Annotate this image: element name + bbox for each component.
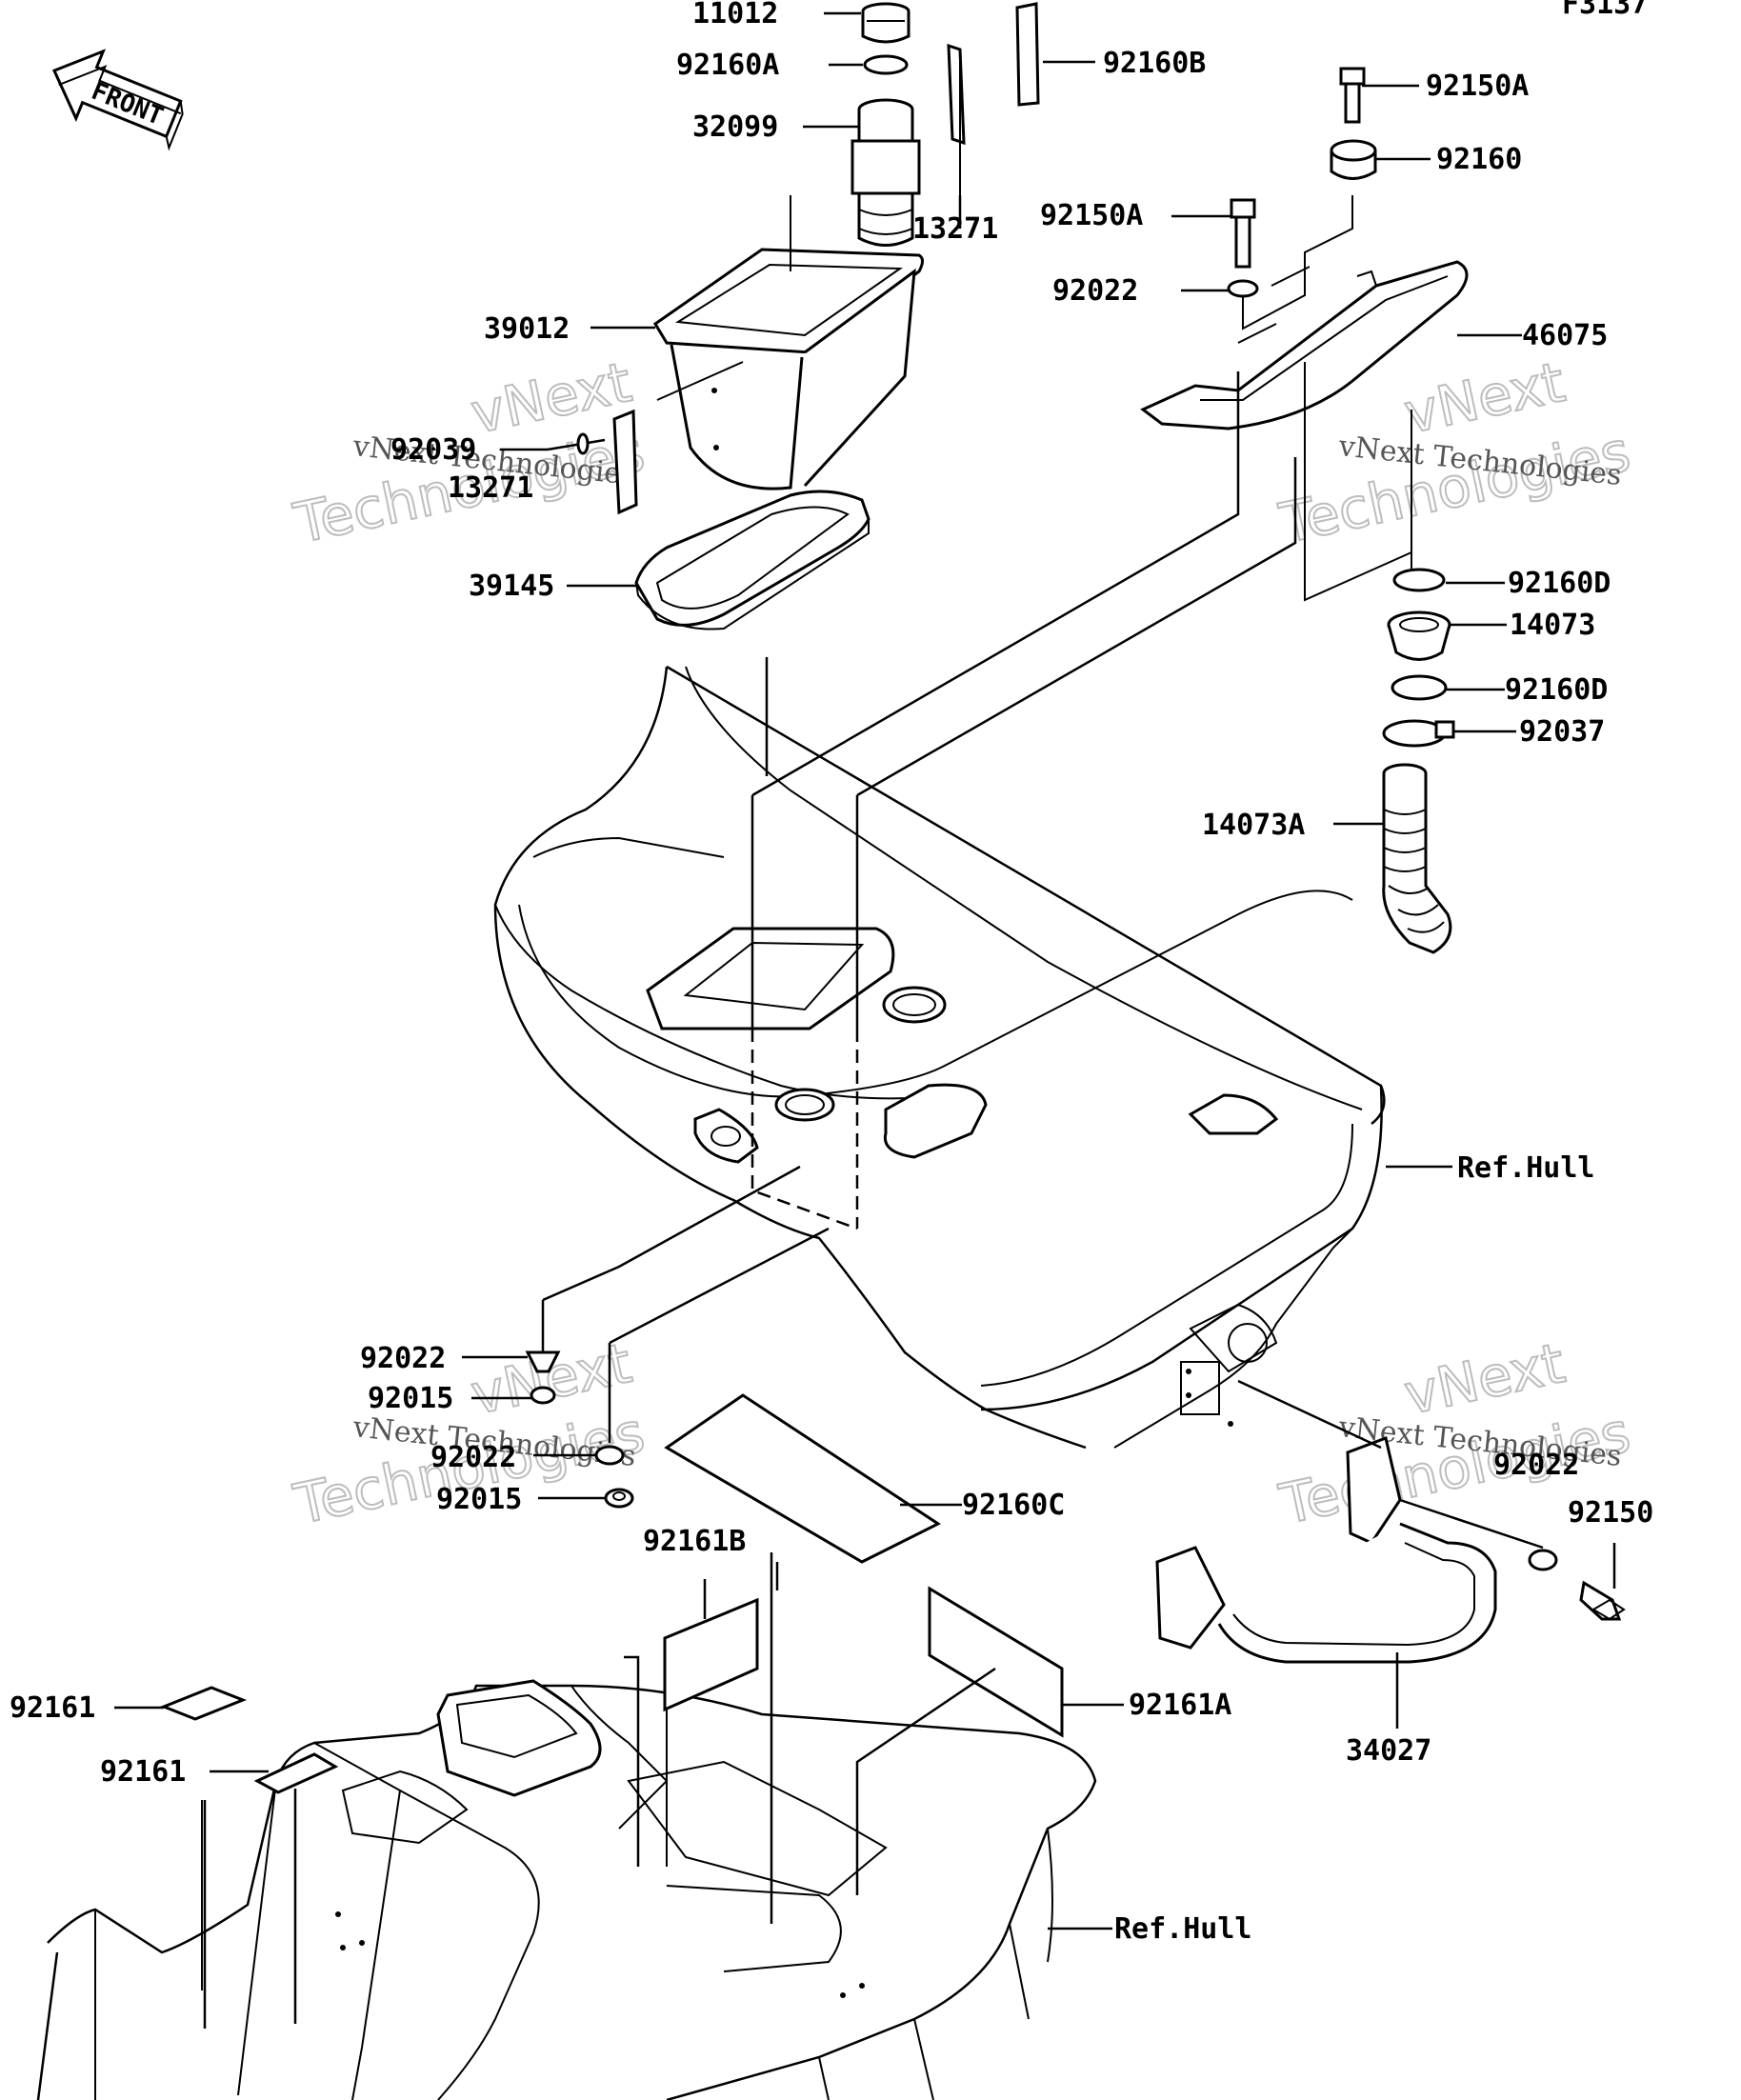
label-92161-b: 92161 xyxy=(100,1755,186,1789)
label-14073: 14073 xyxy=(1510,609,1595,642)
part-92160-cushion[interactable] xyxy=(1330,139,1377,180)
label-32099: 32099 xyxy=(692,110,778,144)
label-34027: 34027 xyxy=(1346,1734,1431,1768)
label-92150: 92150 xyxy=(1568,1496,1653,1530)
label-ref-hull-top: Ref.Hull xyxy=(1457,1151,1595,1185)
label-46075: 46075 xyxy=(1522,319,1608,352)
label-92161-a: 92161 xyxy=(10,1691,95,1725)
part-13271-strip[interactable] xyxy=(947,43,966,146)
label-92037: 92037 xyxy=(1519,715,1605,749)
part-92161B-label[interactable] xyxy=(663,1597,759,1712)
part-92161A-label[interactable] xyxy=(928,1586,1064,1738)
part-46075-handle[interactable] xyxy=(1140,260,1469,430)
label-39012: 39012 xyxy=(484,312,570,346)
leader-lines xyxy=(114,11,1616,2029)
part-92150-bolt[interactable] xyxy=(1579,1580,1626,1621)
hull-upper xyxy=(493,665,1386,1450)
part-13271-bracket[interactable] xyxy=(612,409,638,515)
part-92161-label-a[interactable] xyxy=(159,1686,248,1721)
label-39145: 39145 xyxy=(469,570,554,603)
label-92160: 92160 xyxy=(1436,143,1522,176)
part-92160B-strip[interactable] xyxy=(1015,2,1040,107)
part-34027-grab-bar[interactable] xyxy=(1155,1435,1497,1664)
part-11012-cap[interactable] xyxy=(861,2,911,44)
part-92161-label-b[interactable] xyxy=(253,1752,339,1794)
label-92160B: 92160B xyxy=(1103,47,1206,80)
front-arrow-icon: FRONT xyxy=(51,49,184,151)
part-92022-washer-b[interactable] xyxy=(594,1445,625,1466)
label-92150A-top: 92150A xyxy=(1426,70,1529,103)
label-92022-top: 92022 xyxy=(1052,274,1138,308)
label-92161A: 92161A xyxy=(1129,1689,1231,1722)
watermark-text: vNext xyxy=(1399,1330,1571,1428)
part-92015-nut-b[interactable] xyxy=(604,1488,634,1509)
part-92022-washer-c[interactable] xyxy=(1528,1549,1558,1571)
label-92015-b: 92015 xyxy=(436,1483,522,1516)
part-92039-rivet[interactable] xyxy=(547,432,606,455)
label-92161B: 92161B xyxy=(643,1525,746,1558)
label-92160C: 92160C xyxy=(962,1489,1065,1522)
label-92160D-b: 92160D xyxy=(1505,673,1608,707)
label-ref-hull-bottom: Ref.Hull xyxy=(1114,1912,1252,1946)
part-92160C-sheet[interactable] xyxy=(664,1393,941,1564)
part-92160A-ring[interactable] xyxy=(863,54,909,75)
label-92160D-a: 92160D xyxy=(1508,567,1611,600)
part-92150A-bolt-mid[interactable] xyxy=(1230,198,1256,269)
label-11012: 11012 xyxy=(692,0,778,30)
part-14073-cap[interactable] xyxy=(1387,610,1451,661)
part-32099-tube[interactable] xyxy=(850,98,921,247)
part-92022-washer-a[interactable] xyxy=(525,1350,561,1373)
watermark-text: vNext xyxy=(1399,350,1571,447)
label-92039: 92039 xyxy=(390,433,476,467)
part-39145-gasket[interactable] xyxy=(634,490,870,630)
part-92160D-ring-b[interactable] xyxy=(1391,674,1448,701)
part-92037-clamp[interactable] xyxy=(1382,719,1455,748)
label-92160A: 92160A xyxy=(676,49,779,82)
label-13271-top: 13271 xyxy=(912,212,998,246)
part-14073A-hose[interactable] xyxy=(1382,763,1452,954)
label-92022-b: 92022 xyxy=(430,1441,516,1474)
part-92150A-bolt-top[interactable] xyxy=(1339,67,1366,124)
diagram-code: F3137 xyxy=(1562,0,1648,21)
part-92160D-ring-a[interactable] xyxy=(1392,568,1446,592)
label-14073A: 14073A xyxy=(1202,809,1305,842)
part-labels: 11012 92160A 92160B 92150A 32099 92160 9… xyxy=(10,0,1653,1946)
watermark-group: Technologies Technologies Technologies T… xyxy=(288,349,1637,1538)
hull-lower xyxy=(36,1679,1097,2100)
part-92022-washer-top[interactable] xyxy=(1227,279,1259,298)
part-39012-bucket[interactable] xyxy=(652,248,924,490)
label-13271-mid: 13271 xyxy=(448,471,533,505)
part-92015-nut-a[interactable] xyxy=(530,1386,556,1405)
label-92150A-mid: 92150A xyxy=(1040,199,1143,232)
label-92022-a: 92022 xyxy=(360,1342,446,1375)
label-92022-c: 92022 xyxy=(1493,1449,1579,1482)
label-92015-a: 92015 xyxy=(368,1382,453,1415)
